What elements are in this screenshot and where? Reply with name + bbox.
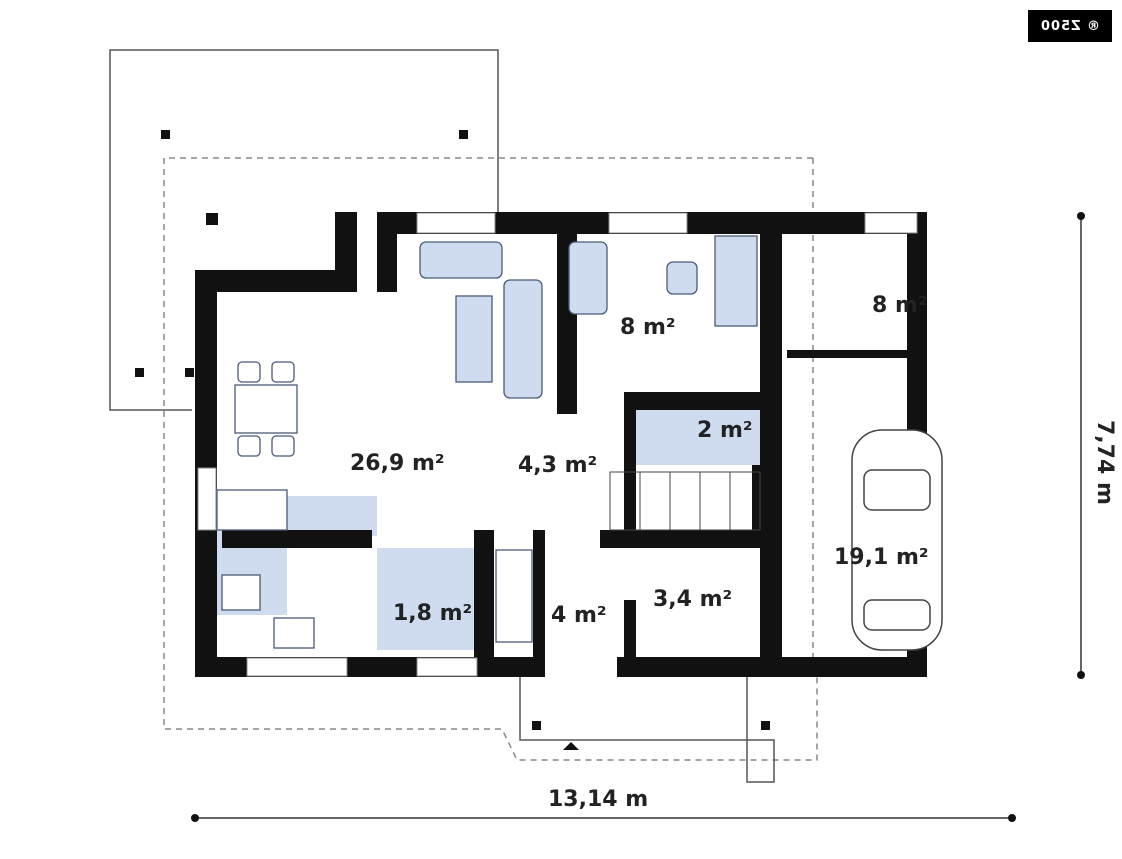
shelves bbox=[495, 549, 533, 643]
chair bbox=[271, 435, 295, 457]
room-area-living: 26,9 m² bbox=[350, 451, 445, 476]
room-area-utility: 3,4 m² bbox=[653, 587, 732, 612]
staircase bbox=[609, 471, 761, 531]
furniture bbox=[216, 235, 758, 649]
depth-dimension-label: 7,74 m bbox=[1092, 420, 1117, 505]
width-dimension-label: 13,14 m bbox=[548, 787, 648, 812]
room-area-vestibule: 4 m² bbox=[551, 603, 607, 628]
porch-post bbox=[532, 721, 541, 730]
depth-dimension: 7,74 m bbox=[1077, 212, 1117, 679]
wc-floor bbox=[636, 402, 760, 465]
room-area-study: 8 m² bbox=[620, 315, 676, 340]
terrace-post bbox=[459, 130, 468, 139]
office-chair bbox=[666, 261, 698, 295]
sofa bbox=[419, 241, 503, 279]
kitchen-floor bbox=[285, 496, 377, 536]
sofa bbox=[503, 279, 543, 399]
pantry-floor bbox=[377, 548, 492, 650]
chair bbox=[237, 435, 261, 457]
terrace-post bbox=[161, 130, 170, 139]
desk bbox=[714, 235, 758, 327]
cooktop bbox=[221, 574, 261, 611]
terrace-post bbox=[185, 368, 194, 377]
room-area-pantry: 1,8 m² bbox=[393, 601, 472, 626]
chair bbox=[271, 361, 295, 383]
roof-outline bbox=[163, 157, 818, 761]
coffee-table bbox=[455, 295, 493, 383]
porch-outline bbox=[519, 676, 775, 783]
armchair bbox=[568, 241, 608, 315]
room-area-wc: 2 m² bbox=[697, 418, 753, 443]
terrace-post bbox=[206, 213, 218, 225]
terrace-outline bbox=[109, 49, 499, 411]
room-area-boiler: 8 m² bbox=[872, 293, 928, 318]
porch-post bbox=[761, 721, 770, 730]
width-dimension: 13,14 m bbox=[191, 787, 1016, 822]
room-area-garage: 19,1 m² bbox=[834, 545, 929, 570]
car-icon bbox=[851, 429, 943, 651]
terrace-post bbox=[135, 368, 144, 377]
counter bbox=[216, 489, 288, 531]
windows bbox=[197, 212, 918, 677]
chair bbox=[237, 361, 261, 383]
dining-table bbox=[234, 384, 298, 434]
entrance-arrow-icon bbox=[563, 742, 579, 750]
room-area-hall: 4,3 m² bbox=[518, 453, 597, 478]
sink bbox=[273, 617, 315, 649]
plan-drawing bbox=[109, 49, 943, 783]
